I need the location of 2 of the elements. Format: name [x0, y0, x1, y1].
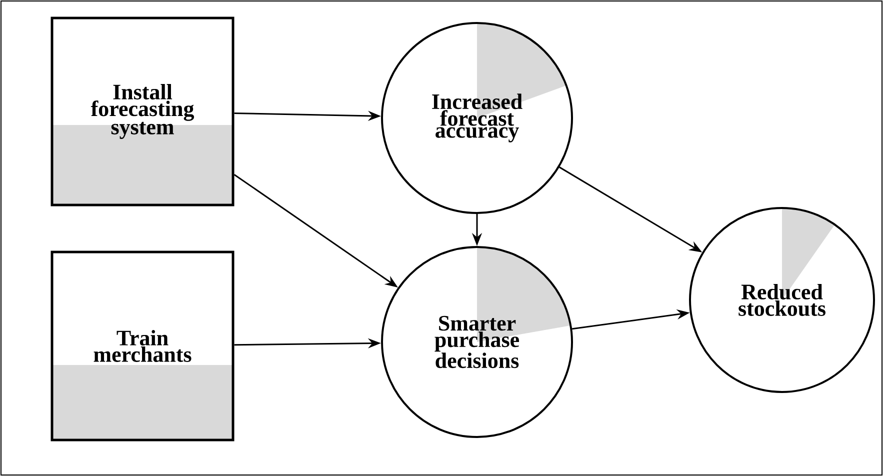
process-box: Install forecasting system	[50, 16, 234, 206]
process-box: Train merchants	[50, 250, 234, 442]
